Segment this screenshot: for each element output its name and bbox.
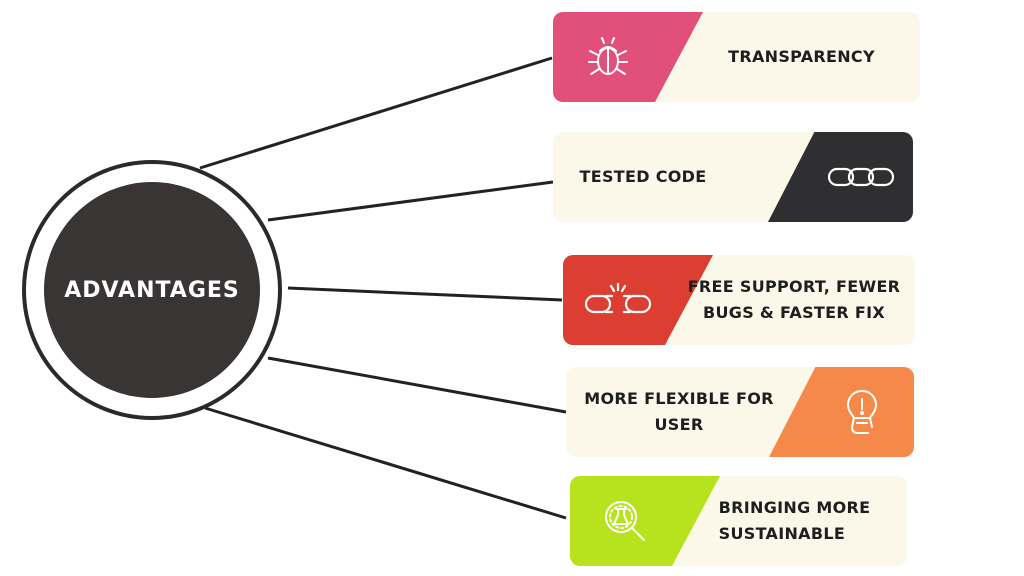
connector-line (199, 56, 553, 170)
advantage-label-line: FREE SUPPORT, FEWER (687, 277, 901, 296)
chain-link-icon (827, 167, 894, 187)
advantage-label-line: SUSTAINABLE (718, 524, 846, 543)
advantage-label: FREE SUPPORT, FEWER BUGS & FASTER FIX (673, 255, 915, 345)
advantage-label-line: TESTED CODE (579, 167, 707, 186)
advantage-label-line: USER (654, 415, 704, 434)
bug-icon (588, 37, 628, 75)
connector-line (287, 286, 563, 302)
advantage-label-line: BRINGING MORE (718, 498, 871, 517)
advantage-label-line: BUGS & FASTER FIX (703, 303, 885, 322)
advantage-label-line: MORE FLEXIBLE FOR (584, 389, 774, 408)
icon-panel (570, 476, 720, 566)
icon-panel (553, 12, 703, 102)
magnifier-flask-icon (605, 501, 645, 541)
lightbulb-hand-icon (846, 390, 877, 434)
advantage-card-transparency: TRANSPARENCY (553, 12, 920, 102)
hub-label: ADVANTAGES (64, 277, 240, 303)
advantage-label: BRINGING MORE SUSTAINABLE (682, 476, 907, 566)
broken-chain-icon (584, 282, 652, 314)
advantage-label: MORE FLEXIBLE FOR USER (566, 367, 792, 457)
connector-line (267, 180, 554, 222)
advantage-label: TESTED CODE (553, 132, 733, 222)
advantage-card-flexible: MORE FLEXIBLE FOR USER (566, 367, 914, 457)
connector-line (267, 356, 567, 414)
icon-panel (768, 132, 913, 222)
advantage-label: TRANSPARENCY (683, 12, 920, 102)
advantage-label-line: TRANSPARENCY (728, 47, 875, 66)
hub-circle: ADVANTAGES (44, 182, 260, 398)
advantage-card-tested-code: TESTED CODE (553, 132, 913, 222)
advantage-card-sustainable: BRINGING MORE SUSTAINABLE (570, 476, 907, 566)
advantage-card-free-support: FREE SUPPORT, FEWER BUGS & FASTER FIX (563, 255, 915, 345)
connector-line (204, 406, 567, 520)
